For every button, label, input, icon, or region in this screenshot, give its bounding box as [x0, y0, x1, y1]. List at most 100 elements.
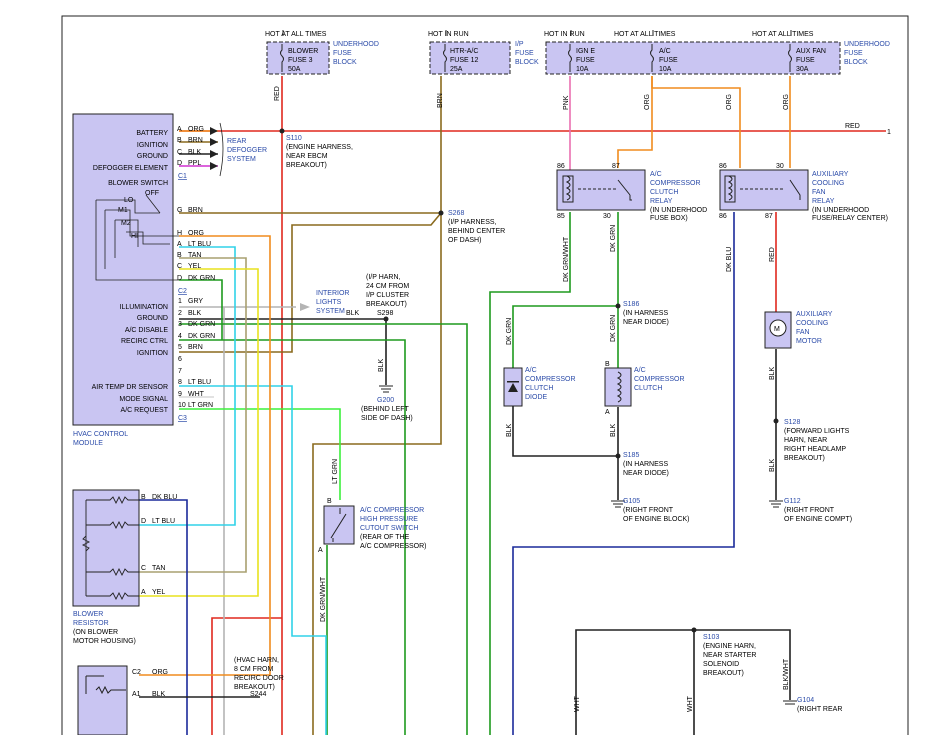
hot-at-all-times-1: HOT AT ALL TIMES [265, 31, 327, 38]
s268-l3: OF DASH) [448, 237, 481, 244]
vlabel-brn: BRN [437, 93, 444, 108]
splice-dot-s186 [615, 303, 621, 309]
wire-dkgrn-c2 [179, 279, 223, 340]
c2-label: C2 [178, 288, 187, 295]
fan-relay-87: 87 [765, 213, 773, 220]
c1-c-wire: BLK [188, 149, 202, 156]
fan-relay-l1: AUXILIARY [812, 171, 849, 178]
c3-1-label: ILLUMINATION [120, 304, 169, 311]
interior-lights-l1: INTERIOR [316, 290, 349, 297]
c3-1-pin: 1 [178, 298, 182, 305]
g112-l1: (RIGHT FRONT [784, 507, 835, 514]
page-ref-1: 1 [887, 129, 891, 136]
bottom-c2-wire: ORG [152, 669, 168, 676]
clutch-coil-icon [616, 371, 622, 403]
fan-relay-l5: (IN UNDERHOOD [812, 207, 869, 214]
s298-l1: (I/P HARN, [366, 274, 401, 281]
splice-dot-s110 [279, 128, 285, 134]
c3-9-wire: WHT [188, 391, 205, 398]
s268-l1: (I/P HARNESS, [448, 219, 497, 226]
wire-dkgrn-recirc [179, 339, 406, 735]
vlabel-blk4: BLK [769, 458, 776, 472]
vlabel-dkgrnwht: DK GRN/WHT [563, 236, 570, 282]
ac-relay-l5: (IN UNDERHOOD [650, 207, 707, 214]
underhood-block-l1: UNDERHOOD [333, 41, 379, 48]
s110-id: S110 [286, 135, 302, 142]
g105-l1: (RIGHT FRONT [623, 507, 674, 514]
c3-3-label: A/C DISABLE [125, 327, 169, 334]
vlabel-org3: ORG [783, 94, 790, 110]
c1-c-pin: C [177, 149, 182, 156]
s244-id: S244 [250, 691, 266, 698]
c2-a-pin: A [177, 241, 182, 248]
fan-motor-icon [769, 319, 787, 337]
wire-red-branch [211, 617, 282, 735]
fan-motor-l1: AUXILIARY [796, 311, 833, 318]
fan-relay-30: 30 [776, 163, 784, 170]
c1-label: C1 [178, 173, 187, 180]
c1-b-wire: BRN [188, 137, 203, 144]
g200-l1: (BEHIND LEFT [361, 406, 410, 413]
hvac-c2-labels: G BRN H ORG A LT BLU B TAN C YEL D DK GR… [177, 207, 215, 295]
defog-arrows-icon [210, 122, 224, 177]
c3-10-pin: 10 [178, 402, 186, 409]
ac-fuse-l2: FUSE [659, 57, 678, 64]
fan-relay-l3: FAN [812, 189, 826, 196]
fan-motor-m: M [774, 326, 780, 333]
vlabel-wht2: WHT [687, 695, 694, 712]
underhood-block2-l3: BLOCK [844, 59, 868, 66]
vlabel-red: RED [274, 86, 281, 101]
c1-a-pin: A [177, 126, 182, 133]
s128-id: S128 [784, 419, 800, 426]
ac-fuse-l1: A/C [659, 48, 671, 55]
wire-dkblu-resistor [139, 499, 188, 735]
fan-relay-86b: 86 [719, 213, 727, 220]
c1-d-wire: PPL [188, 160, 201, 167]
ip-block-l2: FUSE [515, 50, 534, 57]
auxfan-fuse-l2: FUSE [796, 57, 815, 64]
diode-l1: A/C [525, 367, 537, 374]
ign-fuse-l3: 10A [576, 66, 589, 73]
c3-7-pin: 7 [178, 368, 182, 375]
resistor-a-wire: YEL [152, 589, 165, 596]
c3-8-wire: LT BLU [188, 379, 211, 386]
auxfan-fuse-l3: 30A [796, 66, 809, 73]
resistor-b-wire: DK BLU [152, 494, 177, 501]
clutch-l3: CLUTCH [634, 385, 662, 392]
c2-a-wire: LT BLU [188, 241, 211, 248]
wire-yellow [139, 268, 259, 597]
g104-l1: (RIGHT REAR [797, 706, 842, 713]
splice-dot-s268 [438, 210, 444, 216]
interior-lights-l3: SYSTEM [316, 308, 345, 315]
g200-l2: SIDE OF DASH) [361, 415, 413, 422]
rear-defogger-l1: REAR [227, 138, 246, 145]
c2-h-pin: H [177, 230, 182, 237]
c2-g-wire: BRN [188, 207, 203, 214]
vlabel-blk3: BLK [769, 366, 776, 380]
s244-l1: (HVAC HARN, [234, 657, 279, 664]
wire-brown-htr [312, 76, 442, 735]
ac-relay-30: 30 [603, 213, 611, 220]
wire-ltblu-temp [179, 385, 327, 735]
c3-1-wire: GRY [188, 298, 203, 305]
underhood-block2-l2: FUSE [844, 50, 863, 57]
wire-tan [139, 257, 247, 573]
underhood-block-l2: FUSE [333, 50, 352, 57]
htr-fuse-l3: 25A [450, 66, 463, 73]
fuse-symbol-icon [280, 30, 792, 72]
s298-l2: 24 CM FROM [366, 283, 409, 290]
resistor-d-wire: LT BLU [152, 518, 175, 525]
vlabel-wht1: WHT [574, 695, 581, 712]
pressure-switch-icon [330, 508, 347, 542]
s103-l4: BREAKOUT) [703, 670, 744, 677]
wire-blk-clutch [512, 405, 619, 500]
switch-lo: LO [124, 197, 134, 204]
interior-lights-l2: LIGHTS [316, 299, 342, 306]
bottom-c2: C2 [132, 669, 141, 676]
s298-id: S298 [377, 310, 393, 317]
c3-6-pin: 6 [178, 356, 182, 363]
blower-fuse-l2: FUSE 3 [288, 57, 313, 64]
s244-l2: 8 CM FROM [234, 666, 273, 673]
bottom-a1: A1 [132, 691, 141, 698]
bottom-a1-wire: BLK [152, 691, 166, 698]
